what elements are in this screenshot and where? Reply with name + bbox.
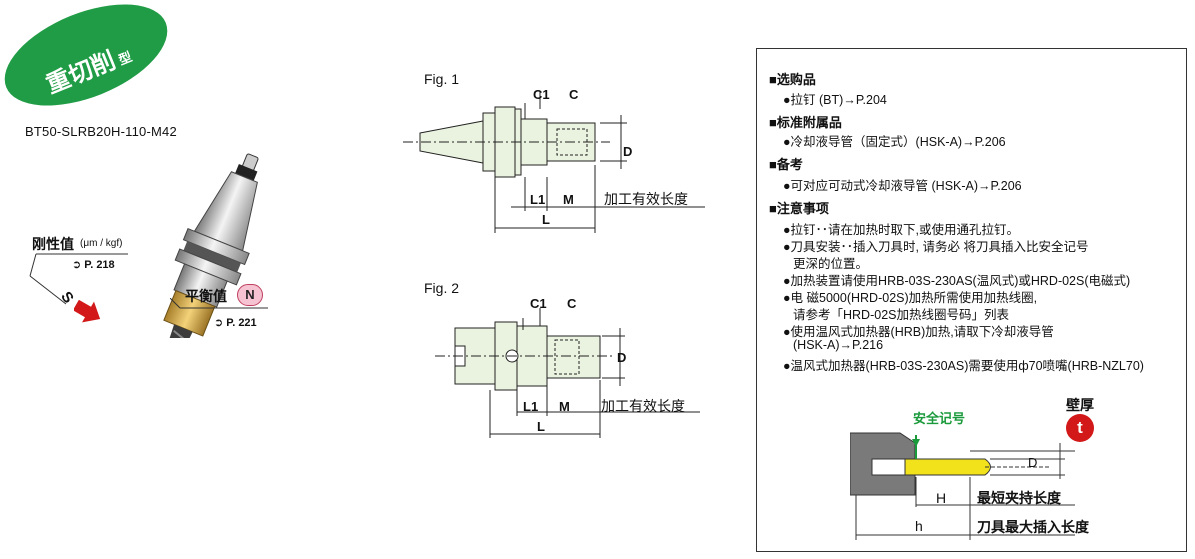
model-number: BT50-SLRB20H-110-M42 — [25, 124, 177, 139]
caution-line: (HSK-A)→P.216 — [793, 338, 884, 352]
fig1-l: L — [542, 212, 550, 227]
fig2-c: C — [567, 296, 577, 311]
max-insert-label: 刀具最大插入长度 — [977, 519, 1089, 535]
safety-mark-label: 安全记号 — [913, 411, 966, 426]
balance-badge: N — [237, 284, 263, 306]
red-arrow-icon — [74, 300, 101, 323]
balance-ref-text: P. 221 — [226, 317, 257, 329]
balance-page-ref[interactable]: ➲ P. 221 — [214, 316, 257, 329]
rigidity-unit: (μm / kgf) — [80, 238, 123, 249]
caution-line: 更深的位置。 — [793, 257, 869, 271]
fig2-title: Fig. 2 — [424, 280, 460, 296]
arrow-circle-icon: ➲ — [72, 259, 82, 271]
fig2-drawing — [435, 308, 700, 438]
fig2-d: D — [617, 350, 627, 365]
heavy-cutting-badge: 重切削 型 — [4, 4, 168, 106]
fig2-l: L — [537, 419, 545, 434]
caution-line: 请参考「HRD-02S加热线圈号码」列表 — [793, 308, 1009, 322]
section-remarks-line: ●可对应可动式冷却液导管 (HSK-A)→P.206 — [783, 179, 1022, 193]
balance-label: 平衡值 — [185, 288, 227, 304]
fig1-effective-length: 加工有效长度 — [604, 191, 688, 207]
fig1-c: C — [569, 87, 579, 102]
section-optional-title: ■选购品 — [769, 72, 816, 87]
h-lower-label: h — [915, 518, 923, 534]
fig1-title: Fig. 1 — [424, 71, 460, 87]
rigidity-page-ref[interactable]: ➲ P. 218 — [72, 258, 115, 271]
insert-d-label: D — [1028, 455, 1038, 470]
rigidity-label: 刚性值 — [32, 236, 74, 252]
balance-leader-line — [170, 298, 268, 309]
caution-line: ●温风式加热器(HRB-03S-230AS)需要使用ф70喷嘴(HRB-NZL7… — [783, 359, 1144, 373]
caution-line: ●电 磁5000(HRD-02S)加热所需使用加热线圈, — [783, 291, 1038, 305]
rigidity-ref-text: P. 218 — [84, 259, 115, 271]
section-optional-line: ●拉钉 (BT)→P.204 — [783, 93, 887, 107]
caution-line: ●加热装置请使用HRB-03S-230AS(温风式)或HRD-02S(电磁式) — [783, 274, 1131, 288]
tool-holder-illustration — [160, 153, 259, 338]
badge-suffix-text: 型 — [116, 49, 134, 69]
section-standard-line: ●冷却液导管（固定式）(HSK-A)→P.206 — [783, 135, 1006, 149]
fig2-l1: L1 — [523, 399, 539, 414]
h-upper-label: H — [936, 490, 947, 506]
caution-line: ●刀具安装･･插入刀具时, 请务必 将刀具插入比安全记号 — [783, 240, 1089, 254]
notes-panel: ■选购品 ●拉钉 (BT)→P.204 ■标准附属品 ●冷却液导管（固定式）(H… — [756, 48, 1187, 552]
caution-line: ●拉钉･･请在加热时取下,或使用通孔拉钉。 — [783, 223, 1020, 237]
insert-diagram — [850, 432, 1075, 540]
fig1-drawing — [403, 91, 705, 233]
fig1-c1: C1 — [533, 87, 550, 102]
fig2-effective-length: 加工有效长度 — [601, 398, 685, 414]
wall-thickness-label: 壁厚 — [1066, 397, 1094, 413]
fig1-m: M — [563, 192, 574, 207]
min-clamp-label: 最短夹持长度 — [977, 490, 1061, 506]
fig1-l1: L1 — [530, 192, 546, 207]
caution-line: ●使用温风式加热器(HRB)加热,请取下冷却液导管 — [783, 325, 1054, 339]
fig2-c1: C1 — [530, 296, 547, 311]
rigidity-leader-line — [29, 253, 128, 305]
fig2-m: M — [559, 399, 570, 414]
fig1-d: D — [623, 144, 633, 159]
section-standard-title: ■标准附属品 — [769, 115, 842, 130]
section-caution-title: ■注意事项 — [769, 201, 829, 216]
t-badge: t — [1066, 414, 1094, 442]
arrow-circle-icon: ➲ — [214, 317, 224, 329]
section-remarks-title: ■备考 — [769, 157, 803, 172]
